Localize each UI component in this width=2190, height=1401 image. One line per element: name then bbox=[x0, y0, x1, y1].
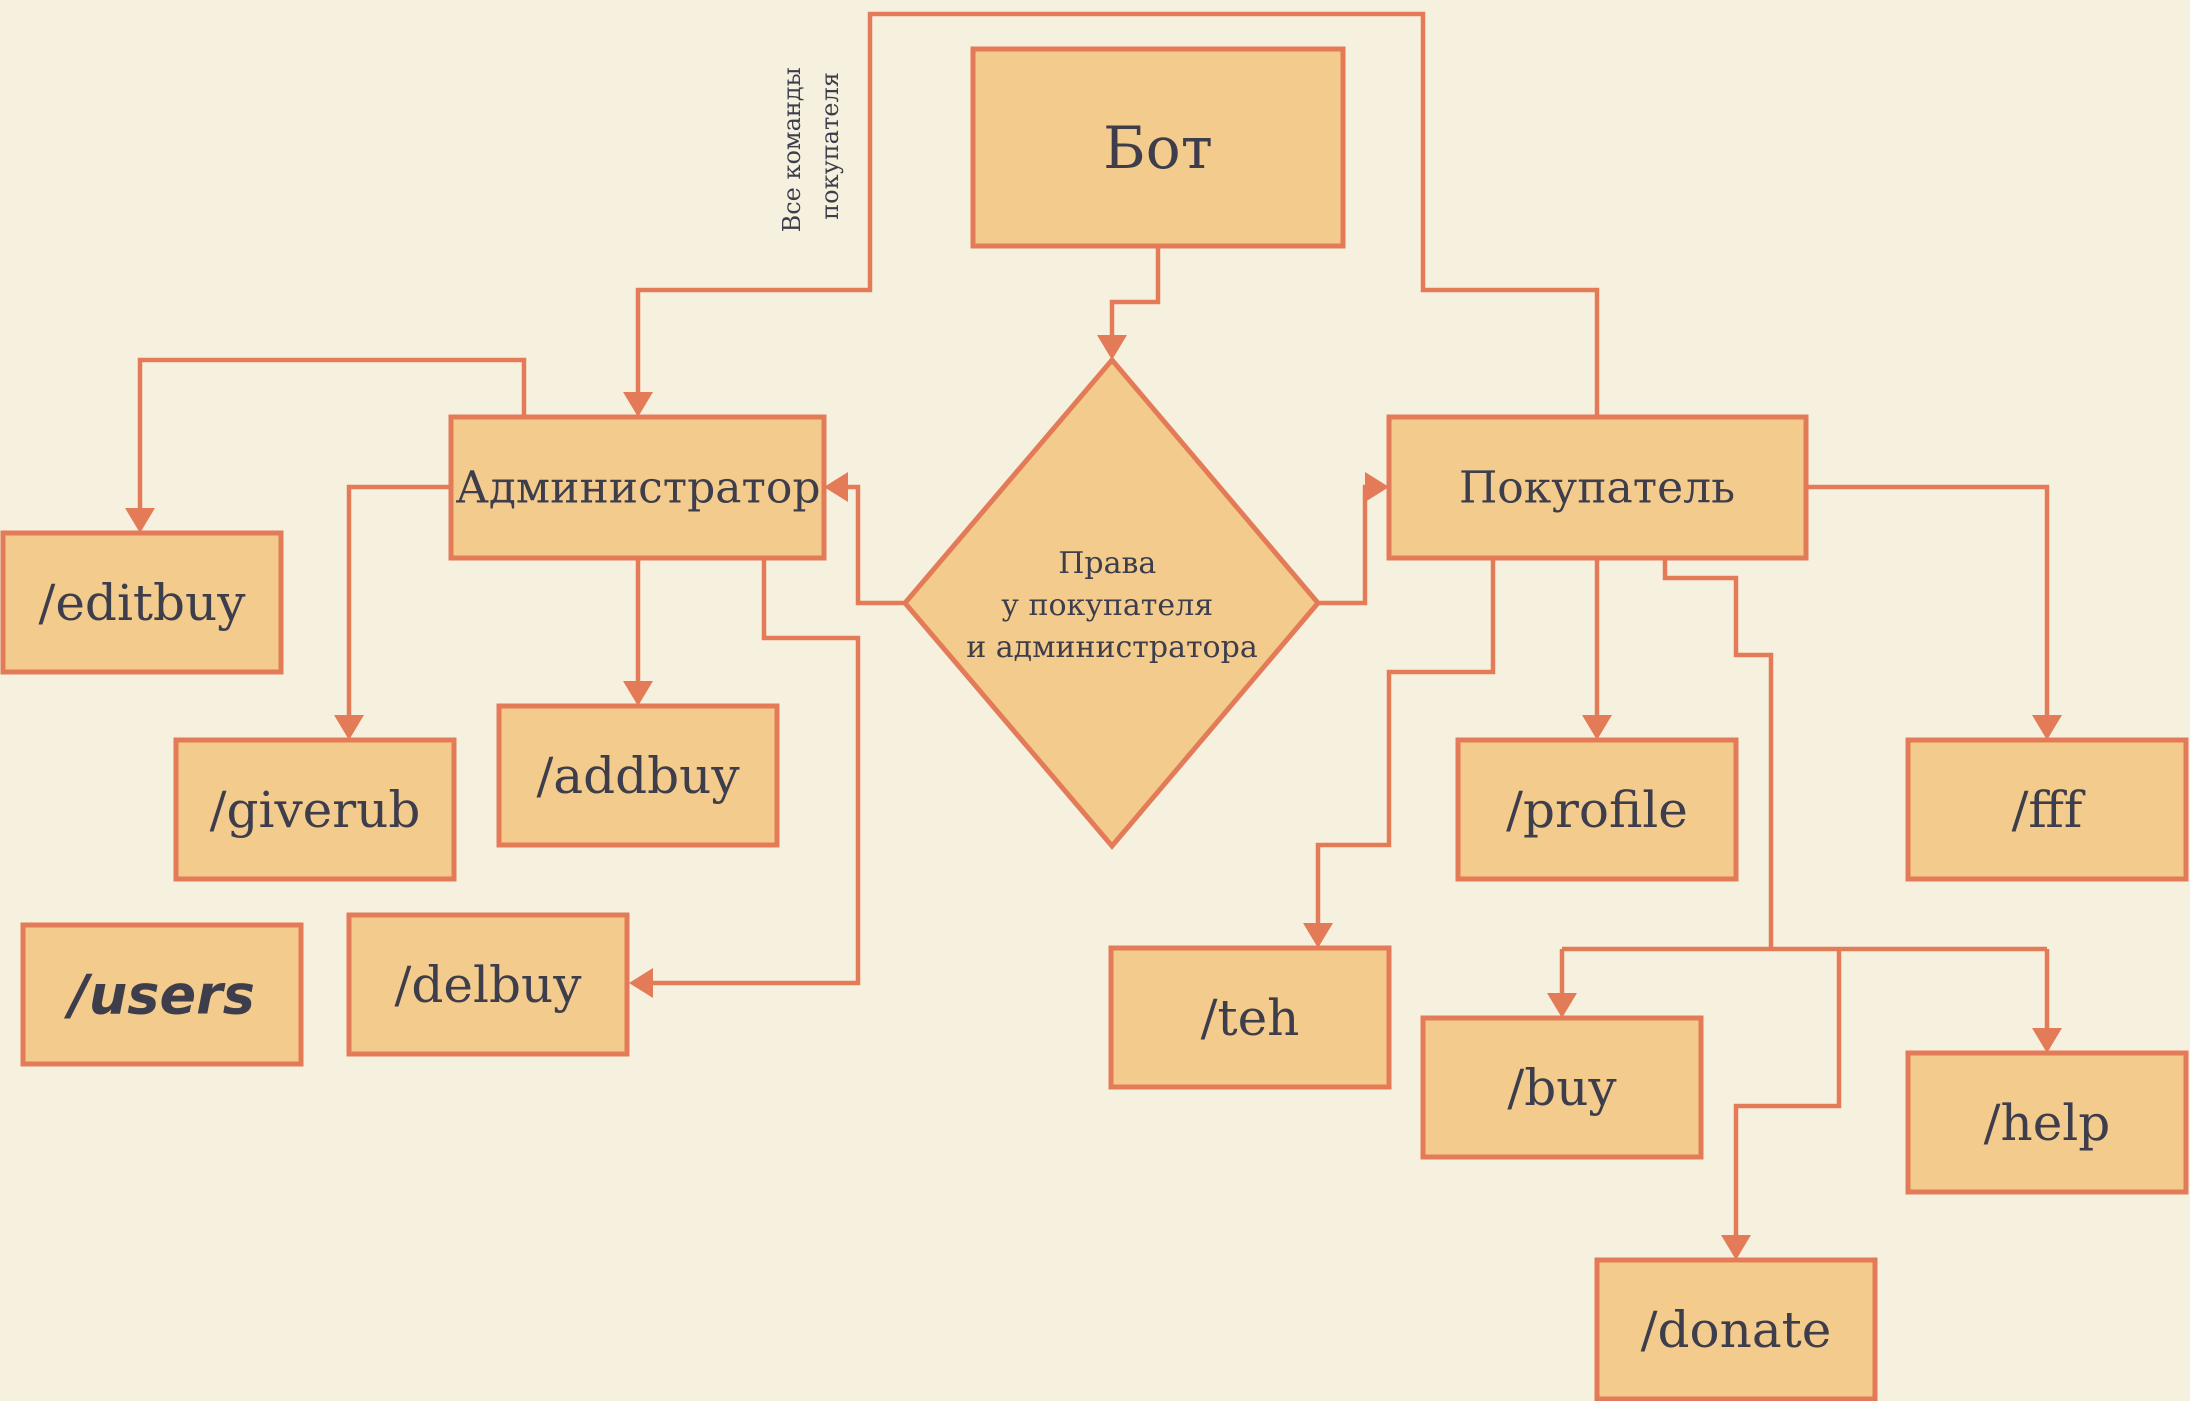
edge-buyer-admin-all-commands bbox=[635, 11, 1600, 417]
node-buy-label: /buy bbox=[1507, 1059, 1617, 1117]
edge-buyer-bus bbox=[1662, 558, 1774, 949]
node-buyer-label: Покупатель bbox=[1459, 463, 1735, 514]
arrow-buyer-admin bbox=[623, 392, 653, 417]
node-help[interactable]: /help bbox=[1905, 1050, 2189, 1195]
arrow-buyer-profile bbox=[1582, 715, 1612, 740]
node-giverub-label: /giverub bbox=[210, 781, 421, 839]
node-bot-label: Бот bbox=[1103, 114, 1213, 182]
node-buyer[interactable]: Покупатель bbox=[1386, 414, 1809, 561]
edge-label-all-buyer-commands: Все команды покупателя bbox=[778, 60, 844, 233]
edge-buyer-teh bbox=[1315, 558, 1496, 925]
node-addbuy[interactable]: /addbuy bbox=[496, 703, 780, 848]
arrow-admin-editbuy bbox=[125, 508, 155, 533]
node-admin-label: Администратор bbox=[456, 463, 821, 514]
edge-buyer-fff bbox=[1806, 484, 2050, 717]
arrow-buyer-teh bbox=[1303, 923, 1333, 948]
node-teh[interactable]: /teh bbox=[1108, 945, 1392, 1090]
node-bot[interactable]: Бот bbox=[970, 46, 1346, 249]
node-users[interactable]: /users bbox=[20, 922, 304, 1067]
node-profile-label: /profile bbox=[1506, 781, 1688, 839]
edge-rights-buyer bbox=[1318, 484, 1368, 606]
arrow-admin-delbuy bbox=[629, 968, 653, 998]
arrow-admin-addbuy bbox=[623, 681, 653, 706]
edge-bus-donate bbox=[1733, 949, 1842, 1237]
arrow-buyer-fff bbox=[2032, 715, 2062, 740]
edge-rights-admin bbox=[845, 484, 905, 606]
edge-admin-delbuy bbox=[650, 558, 861, 986]
node-donate-label: /donate bbox=[1641, 1301, 1832, 1359]
node-fff[interactable]: /fff bbox=[1905, 737, 2189, 882]
node-admin[interactable]: Администратор bbox=[448, 414, 827, 561]
node-editbuy-label: /editbuy bbox=[39, 574, 247, 632]
node-addbuy-label: /addbuy bbox=[536, 747, 740, 805]
node-donate[interactable]: /donate bbox=[1594, 1257, 1878, 1401]
edge-bot-rights bbox=[1109, 246, 1161, 338]
arrow-rights-admin bbox=[824, 472, 848, 502]
edge-admin-giverub bbox=[346, 484, 451, 717]
arrow-bus-help bbox=[2032, 1028, 2062, 1053]
node-fff-label: /fff bbox=[2012, 781, 2086, 839]
node-giverub[interactable]: /giverub bbox=[173, 737, 457, 882]
arrow-rights-buyer bbox=[1365, 472, 1389, 502]
edge-admin-editbuy bbox=[137, 357, 527, 510]
arrow-bus-donate bbox=[1721, 1235, 1751, 1260]
node-delbuy-label: /delbuy bbox=[395, 956, 583, 1014]
node-rights-label: Права у покупателя и администратора bbox=[966, 546, 1258, 665]
node-users-label: /users bbox=[63, 964, 255, 1027]
node-editbuy[interactable]: /editbuy bbox=[0, 530, 284, 675]
arrow-admin-giverub bbox=[334, 715, 364, 740]
node-teh-label: /teh bbox=[1201, 989, 1300, 1047]
node-help-label: /help bbox=[1984, 1094, 2111, 1152]
arrow-bot-rights bbox=[1097, 335, 1127, 360]
node-buy[interactable]: /buy bbox=[1420, 1015, 1704, 1160]
arrow-bus-buy bbox=[1547, 993, 1577, 1018]
node-rights-diamond[interactable]: Права у покупателя и администратора bbox=[901, 356, 1322, 850]
node-delbuy[interactable]: /delbuy bbox=[346, 912, 630, 1057]
node-profile[interactable]: /profile bbox=[1455, 737, 1739, 882]
